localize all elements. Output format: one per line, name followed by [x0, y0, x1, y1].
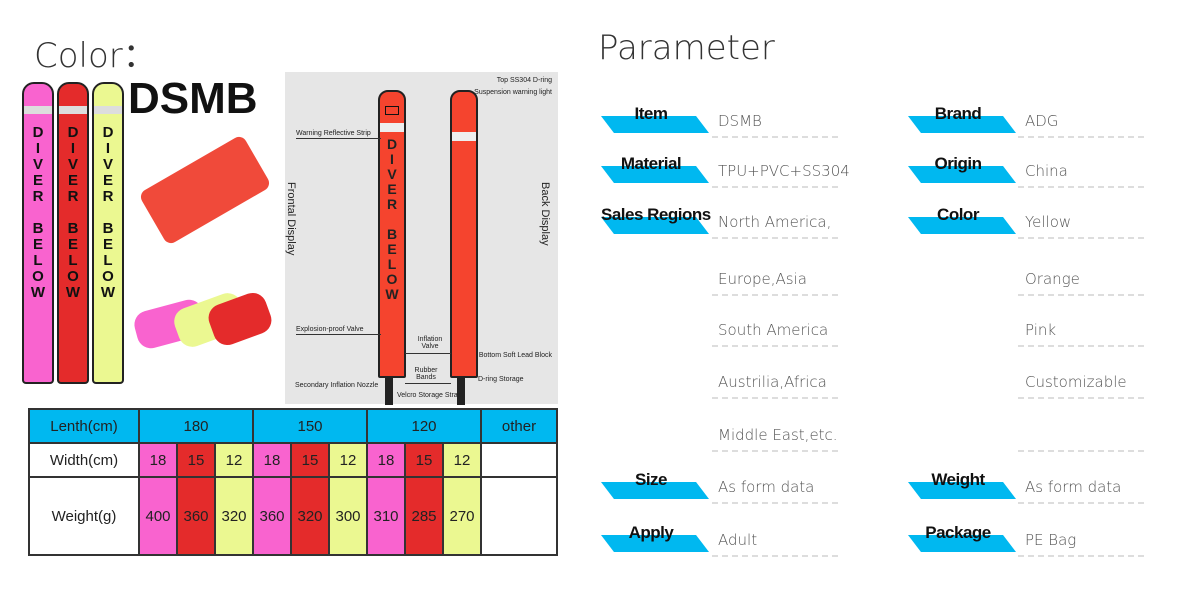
weight-cell: 285	[404, 476, 444, 556]
param-label: Apply	[601, 523, 709, 552]
row-label-width: Width(cm)	[28, 442, 140, 478]
storage-strap	[385, 377, 393, 405]
param-value: Europe,Asia	[712, 270, 838, 296]
width-cell: 15	[176, 442, 216, 478]
param-label: Origin	[908, 154, 1016, 183]
param-label-text: Weight	[931, 470, 985, 489]
param-value: Adult	[712, 531, 838, 557]
label-lead-block: Bottom Soft Lead Block	[478, 352, 552, 359]
param-label: Size	[601, 470, 709, 499]
label-rubber-bands: Rubber Bands	[414, 367, 438, 381]
parameter-heading: Parameter	[598, 28, 775, 68]
param-value: DSMB	[712, 112, 838, 138]
label-reflective-strip: Warning Reflective Strip	[296, 130, 371, 137]
param-label: Sales Regions	[601, 205, 711, 234]
front-tube-text: DIVER BELOW	[384, 136, 400, 301]
label-top-dring: Top SS304 D-ring	[496, 77, 552, 84]
length-cell: 180	[138, 408, 254, 444]
param-label-text: Size	[634, 470, 668, 489]
width-cell: 18	[366, 442, 406, 478]
param-value: Middle East,etc.	[712, 426, 838, 452]
row-label-weight: Weight(g)	[28, 476, 140, 556]
param-label-text: Brand	[934, 104, 982, 123]
red-tube: DIVER BELOW	[57, 82, 89, 384]
row-label-length: Lenth(cm)	[28, 408, 140, 444]
yellow-tube: DIVER BELOW	[92, 82, 124, 384]
param-value	[1018, 426, 1144, 452]
product-name: DSMB	[128, 74, 258, 123]
param-label: Weight	[908, 470, 1016, 499]
param-value: Austrilia,Africa	[712, 373, 838, 399]
tube-text: DIVER BELOW	[29, 124, 47, 300]
param-value: As form data	[1018, 478, 1144, 504]
back-buoy	[450, 90, 478, 378]
width-cell: 12	[442, 442, 482, 478]
param-label: Material	[601, 154, 709, 183]
weight-cell: 360	[252, 476, 292, 556]
width-cell: 15	[290, 442, 330, 478]
label-explosion-valve: Explosion-proof Valve	[296, 326, 364, 333]
pink-tube: DIVER BELOW	[22, 82, 54, 384]
width-cell: 12	[214, 442, 254, 478]
width-cell: 15	[404, 442, 444, 478]
label-warning-light: Suspension warning light	[474, 89, 552, 96]
param-label-text: Origin	[934, 154, 982, 173]
param-label-text: Material	[620, 154, 682, 173]
param-label-text: Apply	[628, 523, 674, 542]
param-value: As form data	[712, 478, 838, 504]
param-value: ADG	[1018, 112, 1144, 138]
param-value: China	[1018, 162, 1144, 188]
param-value: Orange	[1018, 270, 1144, 296]
diagram-panel: DIVER BELOW Frontal Display Back Display…	[285, 72, 558, 405]
tube-text: DIVER BELOW	[99, 124, 117, 300]
label-dring-storage: D-ring Storage	[478, 376, 524, 383]
param-label-text: Package	[925, 523, 991, 542]
param-value: Customizable	[1018, 373, 1144, 399]
length-cell: 150	[252, 408, 368, 444]
param-value: Pink	[1018, 321, 1144, 347]
weight-cell: 320	[290, 476, 330, 556]
label-inflation-valve: Inflation Valve	[417, 336, 443, 350]
param-value: North America,	[712, 213, 838, 239]
empty-cell	[480, 442, 558, 478]
param-value: Yellow	[1018, 213, 1144, 239]
label-secondary-nozzle: Secondary Inflation Nozzle	[295, 382, 379, 389]
label-velcro-strap: Velcro Storage Strap	[397, 392, 462, 399]
length-cell: 120	[366, 408, 482, 444]
param-label-text: Sales Regions	[601, 205, 711, 224]
weight-cell: 320	[214, 476, 254, 556]
param-value: South America	[712, 321, 838, 347]
param-value: PE Bag	[1018, 531, 1144, 557]
weight-cell: 310	[366, 476, 406, 556]
empty-cell	[480, 476, 558, 556]
frontal-display-label: Frontal Display	[285, 182, 297, 256]
param-label: Package	[908, 523, 1016, 552]
width-cell: 18	[138, 442, 178, 478]
back-display-label: Back Display	[539, 182, 551, 246]
param-label: Brand	[908, 104, 1016, 133]
length-cell: other	[480, 408, 558, 444]
tube-text: DIVER BELOW	[64, 124, 82, 300]
param-label-text: Item	[634, 104, 668, 123]
size-table: Lenth(cm) 180 150 120 other Width(cm) 18…	[28, 408, 558, 556]
param-value: TPU+PVC+SS304	[712, 162, 850, 188]
weight-cell: 360	[176, 476, 216, 556]
color-heading: Color：	[34, 36, 157, 76]
weight-cell: 270	[442, 476, 482, 556]
width-cell: 18	[252, 442, 292, 478]
weight-cell: 300	[328, 476, 368, 556]
width-cell: 12	[328, 442, 368, 478]
folded-red-buoy	[138, 134, 272, 246]
storage-strap-back	[457, 377, 465, 405]
weight-cell: 400	[138, 476, 178, 556]
param-label: Color	[908, 205, 1016, 234]
param-label: Item	[601, 104, 709, 133]
front-buoy: DIVER BELOW	[378, 90, 406, 378]
param-label-text: Color	[937, 205, 979, 224]
